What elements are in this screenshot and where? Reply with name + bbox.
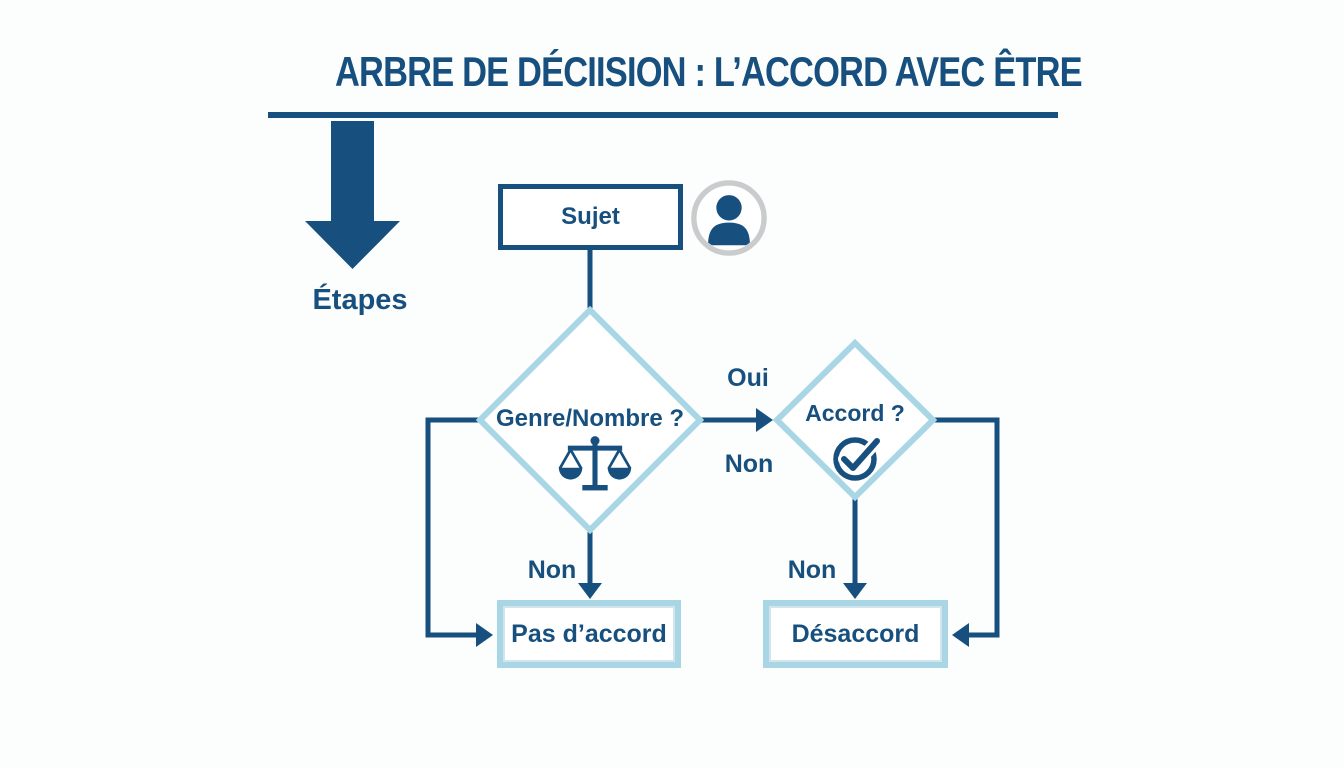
arrowhead-genre-to-pasdaccord [578, 583, 602, 599]
arrowhead-accord-to-desaccord [843, 583, 867, 599]
steps-label: Étapes [312, 284, 408, 316]
node-pas-daccord: Pas d’accord [497, 600, 681, 668]
diamond-accord [772, 338, 938, 502]
node-genre-nombre-label: Genre/Nombre ? [495, 405, 685, 432]
arrowhead-right-loop [952, 623, 969, 647]
arrowhead-left-loop [476, 623, 493, 647]
person-icon [691, 180, 767, 256]
check-circle-icon [833, 435, 883, 481]
steps-down-arrow-shape [305, 121, 400, 269]
edge-label-non-left: Non [527, 556, 577, 584]
steps-down-arrow-icon [305, 121, 400, 269]
node-desaccord: Désaccord [763, 600, 948, 668]
node-sujet: Sujet [498, 184, 683, 250]
edge-right-loop-to-desaccord [933, 417, 1000, 638]
scale-icon [558, 436, 632, 491]
edge-label-non-right: Non [787, 556, 837, 584]
page-title: ARBRE DE DÉCIISION : L’ACCORD AVEC ÊTRE [335, 48, 1083, 95]
node-desaccord-label: Désaccord [791, 619, 920, 648]
node-pas-daccord-label: Pas d’accord [511, 619, 667, 648]
arrowhead-genre-to-accord [756, 408, 773, 432]
node-sujet-label: Sujet [561, 203, 620, 230]
person-icon-body [708, 222, 750, 246]
edge-label-oui: Oui [727, 364, 769, 392]
edge-label-non-between: Non [724, 450, 774, 478]
title-underline [268, 112, 1058, 118]
node-accord-label: Accord ? [805, 400, 905, 426]
person-icon-head [716, 195, 742, 221]
edge-left-loop-to-pasdaccord [425, 417, 480, 638]
diamond-genre-nombre [475, 305, 705, 535]
